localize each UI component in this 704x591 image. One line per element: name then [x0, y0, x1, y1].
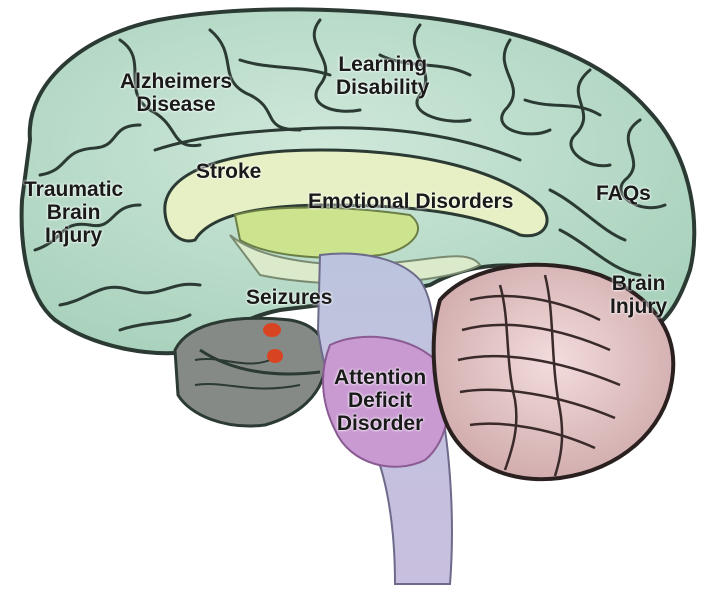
label-line: Disorder — [334, 412, 426, 435]
link-attention-deficit-disorder[interactable]: Attention Deficit Disorder — [334, 366, 426, 435]
link-alzheimers-disease[interactable]: Alzheimers Disease — [120, 70, 232, 116]
label-line: Stroke — [196, 160, 261, 183]
amygdala-marker — [263, 323, 281, 337]
label-line: Disease — [120, 93, 232, 116]
label-line: Brain — [610, 272, 667, 295]
label-line: Deficit — [334, 389, 426, 412]
link-seizures[interactable]: Seizures — [246, 286, 332, 309]
link-brain-injury[interactable]: Brain Injury — [610, 272, 667, 318]
label-line: Learning — [336, 53, 429, 76]
label-line: Alzheimers — [120, 70, 232, 93]
hippocampus-marker — [267, 349, 283, 363]
label-line: Emotional Disorders — [308, 190, 513, 213]
link-learning-disability[interactable]: Learning Disability — [336, 53, 429, 99]
label-line: Brain — [24, 201, 123, 224]
link-stroke[interactable]: Stroke — [196, 160, 261, 183]
label-line: Attention — [334, 366, 426, 389]
thalamus — [235, 208, 418, 258]
label-line: Traumatic — [24, 178, 123, 201]
label-line: Disability — [336, 76, 429, 99]
label-line: Seizures — [246, 286, 332, 309]
label-line: Injury — [610, 295, 667, 318]
label-line: FAQs — [596, 182, 651, 205]
link-emotional-disorders[interactable]: Emotional Disorders — [308, 190, 513, 213]
label-line: Injury — [24, 224, 123, 247]
link-faqs[interactable]: FAQs — [596, 182, 651, 205]
link-traumatic-brain-injury[interactable]: Traumatic Brain Injury — [24, 178, 123, 247]
